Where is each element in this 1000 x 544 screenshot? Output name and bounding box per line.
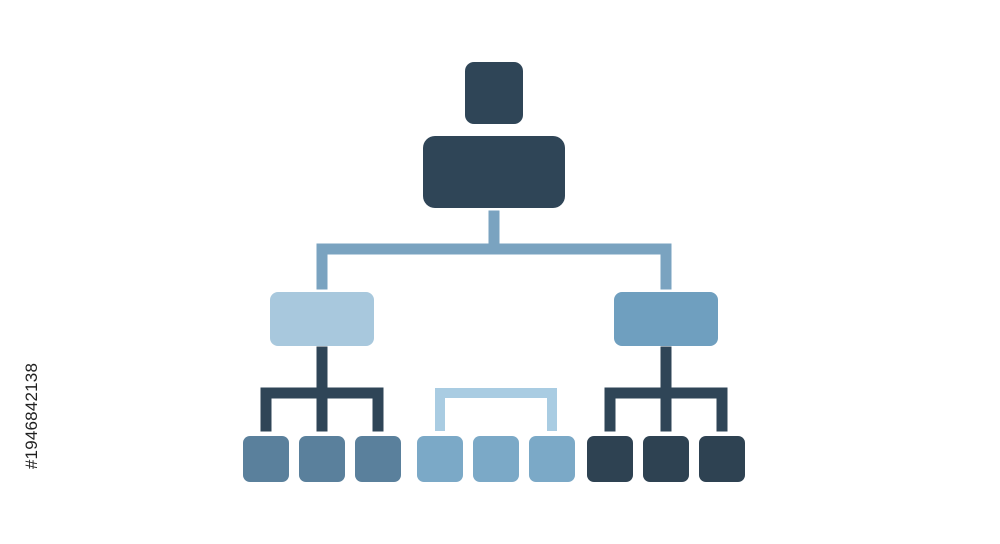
manager-right-node [614, 292, 718, 346]
root-head-node [465, 62, 523, 124]
connector-lines [260, 210, 728, 432]
team-right-member-node [643, 436, 689, 482]
root-body-node [423, 136, 565, 208]
team-right-member-node [699, 436, 745, 482]
team-left-member-node [299, 436, 345, 482]
team-middle-member-node [473, 436, 519, 482]
team-left-member-node [243, 436, 289, 482]
team-middle-member-node [529, 436, 575, 482]
team-right-member-node [587, 436, 633, 482]
team-left-member-node [355, 436, 401, 482]
manager-left-node [270, 292, 374, 346]
diagram-nodes [243, 62, 745, 482]
middle-branch-line [435, 388, 557, 431]
top-branch-line [316, 243, 672, 290]
team-middle-member-node [417, 436, 463, 482]
